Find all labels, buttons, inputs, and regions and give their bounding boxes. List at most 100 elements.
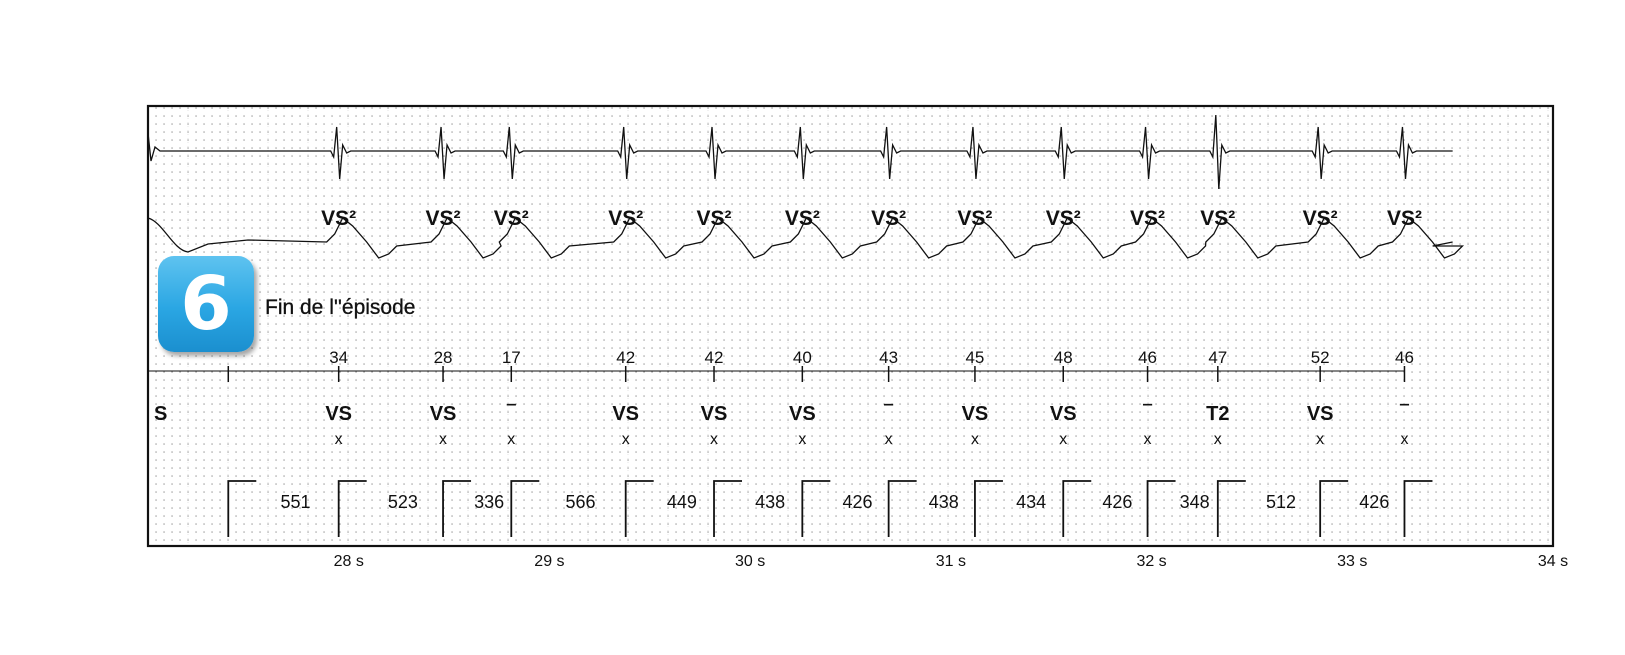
interval-value: 523 bbox=[388, 492, 418, 512]
time-tick-label: 29 s bbox=[534, 553, 564, 570]
marker-event-label: VS bbox=[701, 403, 728, 425]
time-tick-label: 32 s bbox=[1136, 553, 1166, 570]
marker-event-label: ‾ bbox=[883, 403, 893, 425]
marker-x: x bbox=[1059, 431, 1067, 448]
interval-step bbox=[887, 480, 917, 537]
time-tick-label: 31 s bbox=[936, 553, 966, 570]
egm-trace-far-field bbox=[147, 216, 1465, 259]
channel-label-vs2: VS² bbox=[785, 207, 820, 230]
marker-event-label: VS bbox=[1307, 403, 1334, 425]
channel-label-vs2: VS² bbox=[321, 207, 356, 230]
marker-amplitude: 42 bbox=[616, 348, 635, 367]
interval-value: 438 bbox=[755, 492, 785, 512]
marker-x: x bbox=[1144, 431, 1152, 448]
strip-frame bbox=[146, 104, 1555, 548]
time-tick-label: 33 s bbox=[1337, 553, 1367, 570]
marker-x: x bbox=[798, 431, 806, 448]
marker-amplitude: 34 bbox=[329, 348, 348, 367]
marker-x: x bbox=[439, 431, 447, 448]
interval-value: 348 bbox=[1180, 492, 1210, 512]
channel-label-vs2: VS² bbox=[494, 207, 529, 230]
marker-event-label: S bbox=[154, 403, 167, 425]
channel-label-vs2: VS² bbox=[1303, 207, 1338, 230]
interval-value: 438 bbox=[929, 492, 959, 512]
channel-label-vs2: VS² bbox=[426, 207, 461, 230]
marker-amplitude: 45 bbox=[965, 348, 984, 367]
egm-trace-near-field bbox=[147, 114, 1453, 190]
interval-step bbox=[624, 480, 654, 537]
marker-amplitude: 28 bbox=[434, 348, 453, 367]
marker-event-label: VS bbox=[1050, 403, 1077, 425]
interval-value: 426 bbox=[1102, 492, 1132, 512]
marker-event-label: ‾ bbox=[1142, 403, 1152, 425]
channel-label-vs2: VS² bbox=[871, 207, 906, 230]
interval-step bbox=[1319, 480, 1349, 537]
time-tick-label: 28 s bbox=[334, 553, 364, 570]
interval-step bbox=[227, 480, 257, 537]
interval-step bbox=[1146, 480, 1176, 537]
marker-event-label: ‾ bbox=[1399, 403, 1409, 425]
marker-amplitude: 42 bbox=[705, 348, 724, 367]
interval-value: 566 bbox=[565, 492, 595, 512]
interval-step bbox=[1062, 480, 1092, 537]
channel-label-vs2: VS² bbox=[1200, 207, 1235, 230]
interval-step bbox=[1403, 480, 1433, 537]
interval-value: 426 bbox=[1359, 492, 1389, 512]
interval-step bbox=[442, 480, 472, 537]
interval-channel: 551 523 336 566 449 438 426 438 434 426 348 512 426 bbox=[227, 480, 1433, 537]
marker-amplitude: 47 bbox=[1208, 348, 1227, 367]
channel-label-vs2: VS² bbox=[697, 207, 732, 230]
marker-event-label: T2 bbox=[1206, 403, 1229, 425]
marker-x: x bbox=[885, 431, 893, 448]
episode-caption: Fin de l''épisode bbox=[265, 296, 416, 319]
interval-step bbox=[337, 480, 367, 537]
marker-amplitude: 17 bbox=[502, 348, 521, 367]
marker-event-label: VS bbox=[612, 403, 639, 425]
interval-value: 426 bbox=[842, 492, 872, 512]
interval-step bbox=[974, 480, 1003, 537]
interval-step bbox=[1216, 480, 1246, 537]
channel-label-vs2: VS² bbox=[608, 207, 643, 230]
time-axis: 28 s 29 s 30 s 31 s 32 s 33 s 34 s bbox=[334, 553, 1569, 570]
marker-amplitude: 43 bbox=[879, 348, 898, 367]
interval-step bbox=[713, 480, 743, 537]
marker-x: x bbox=[335, 431, 343, 448]
marker-amplitude: 46 bbox=[1138, 348, 1157, 367]
episode-number: 6 bbox=[180, 261, 232, 347]
marker-x: x bbox=[1214, 431, 1222, 448]
channel-label-vs2: VS² bbox=[1046, 207, 1081, 230]
interval-value: 551 bbox=[280, 492, 310, 512]
episode-number-badge: 6 bbox=[158, 256, 254, 352]
interval-value: 336 bbox=[474, 492, 504, 512]
marker-event-label: VS bbox=[789, 403, 816, 425]
channel-label-vs2: VS² bbox=[1387, 207, 1422, 230]
grid-background bbox=[148, 106, 1553, 546]
major-grid-lines bbox=[187, 106, 1549, 546]
marker-amplitude: 46 bbox=[1395, 348, 1414, 367]
channel-label-vs2: VS² bbox=[957, 207, 992, 230]
marker-event-label: ‾ bbox=[506, 403, 516, 425]
time-tick-label: 34 s bbox=[1538, 553, 1568, 570]
interval-value: 434 bbox=[1016, 492, 1046, 512]
marker-x: x bbox=[507, 431, 515, 448]
marker-x: x bbox=[971, 431, 979, 448]
marker-x: x bbox=[710, 431, 718, 448]
marker-x: x bbox=[1400, 431, 1408, 448]
marker-amplitude: 48 bbox=[1054, 348, 1073, 367]
marker-x: x bbox=[622, 431, 630, 448]
marker-amplitude: 40 bbox=[793, 348, 812, 367]
time-tick-label: 30 s bbox=[735, 553, 765, 570]
channel-label-vs2: VS² bbox=[1130, 207, 1165, 230]
interval-value: 512 bbox=[1266, 492, 1296, 512]
channel-annotation-row: VS² VS² VS² VS² VS² VS² VS² VS² VS² VS² VS² VS² VS² bbox=[321, 207, 1422, 230]
interval-value: 449 bbox=[667, 492, 697, 512]
interval-step bbox=[801, 480, 831, 537]
marker-event-label: VS bbox=[962, 403, 989, 425]
interval-step bbox=[510, 480, 540, 537]
marker-amplitude: 52 bbox=[1311, 348, 1330, 367]
marker-event-label: VS bbox=[325, 403, 352, 425]
marker-x: x bbox=[1316, 431, 1324, 448]
marker-event-label: VS bbox=[430, 403, 457, 425]
